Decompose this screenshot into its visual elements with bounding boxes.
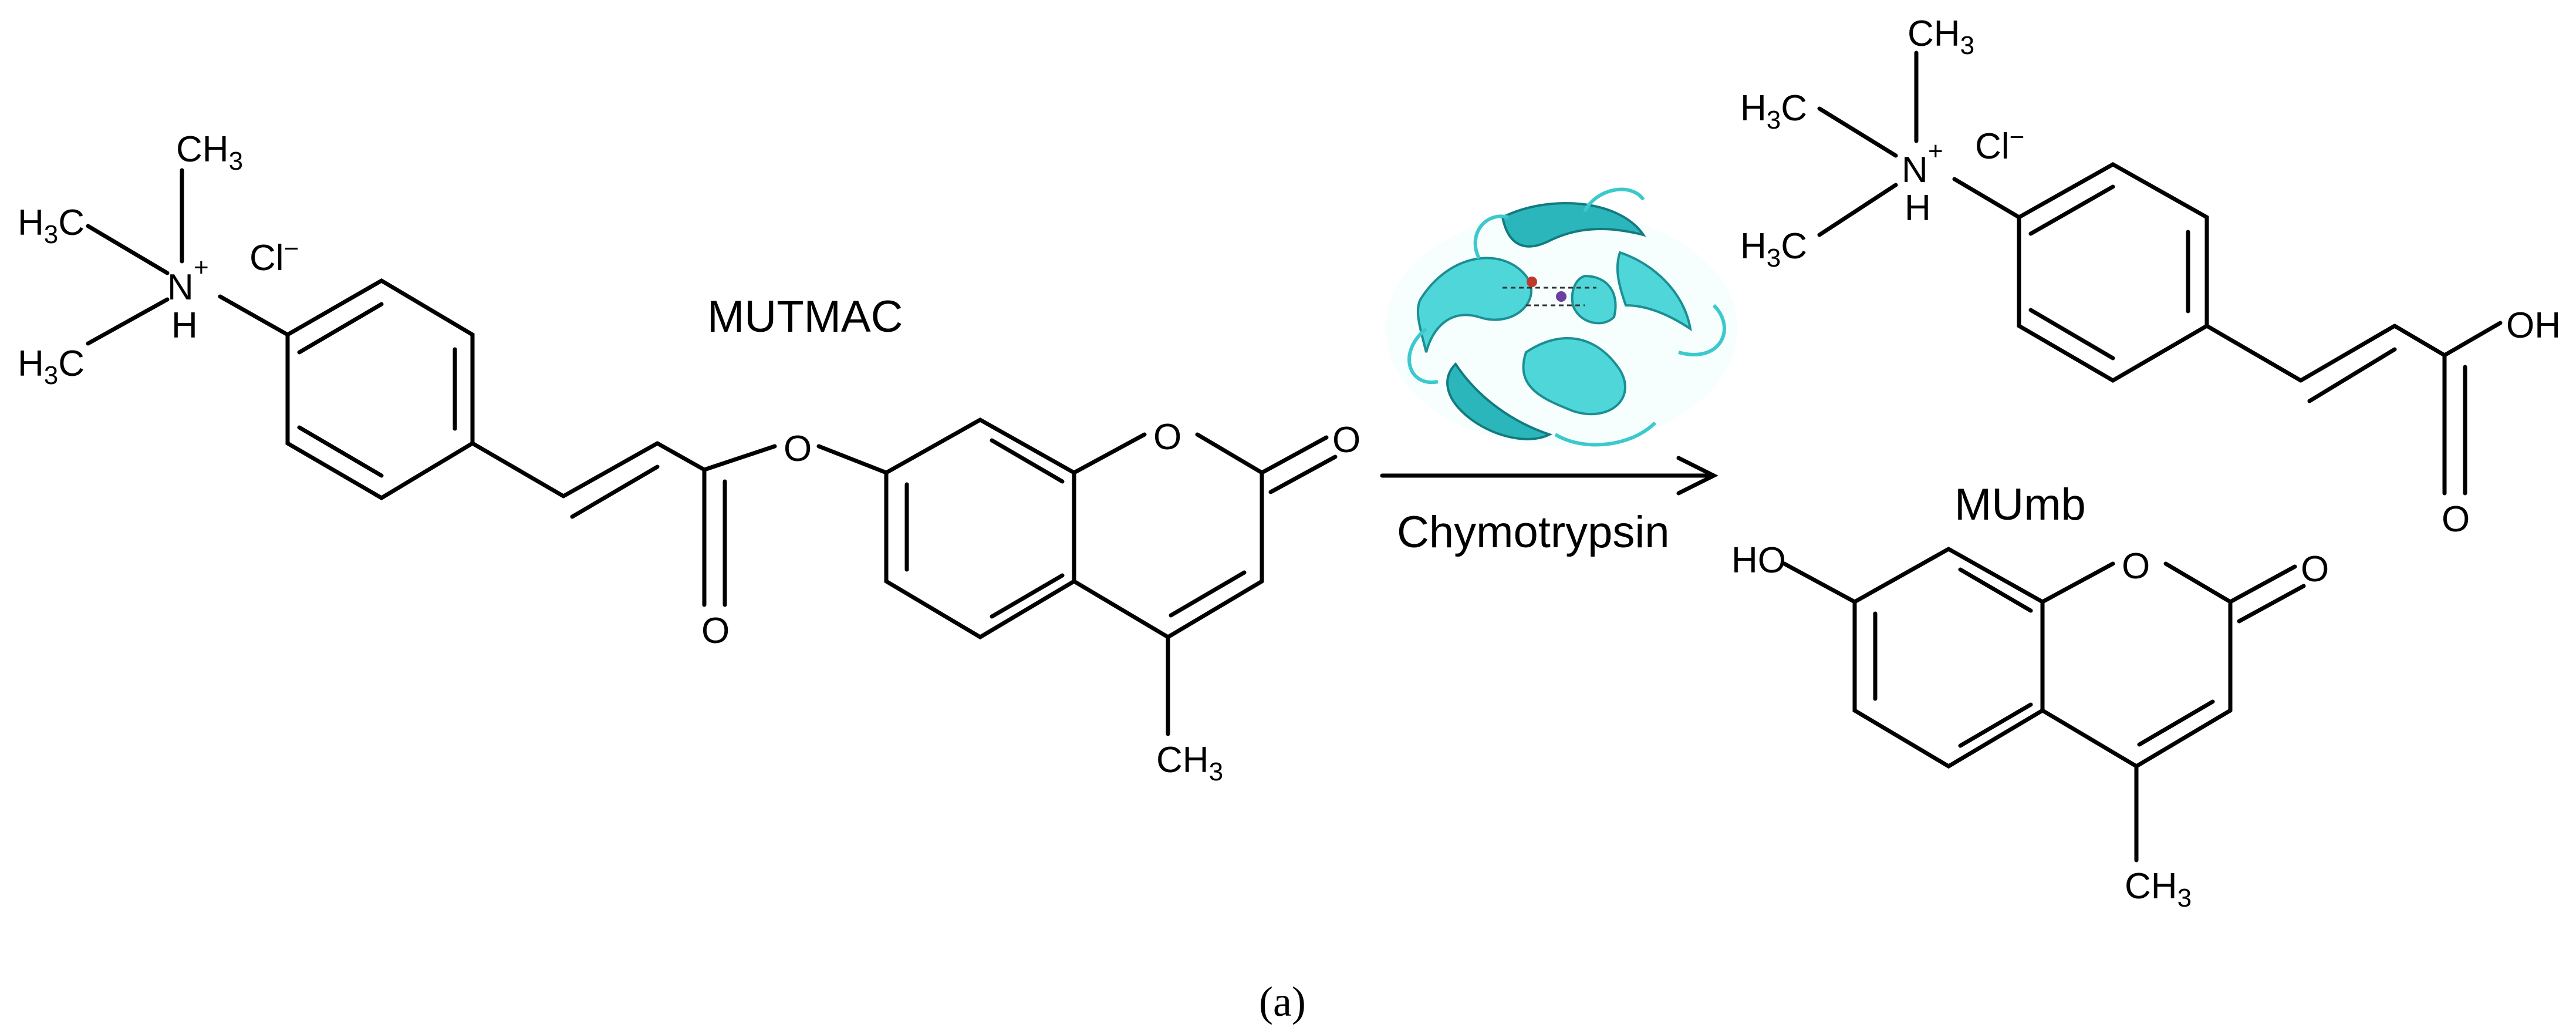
enzyme-label: Chymotrypsin xyxy=(1397,507,1670,557)
reactant-nitrogen: N xyxy=(167,267,194,308)
svg-text:H3C: H3C xyxy=(1740,226,1807,272)
acid-methyl-left-bottom: H xyxy=(1740,226,1767,267)
svg-text:CH3: CH3 xyxy=(1156,740,1223,786)
svg-text:CH3: CH3 xyxy=(176,129,243,176)
acid-carbonyl-o: O xyxy=(2442,499,2470,540)
reactant-carbonyl-o: O xyxy=(701,611,730,651)
reactant-methyl-bottom: CH xyxy=(1156,740,1209,780)
acid-hydroxyl: OH xyxy=(2506,305,2561,346)
svg-text:Cl−: Cl− xyxy=(1975,123,2024,167)
reactant-chloride: Cl xyxy=(249,238,284,278)
reactant-mutmac: CH3 H3C H3C N + H Cl− O O O O CH3 MUTMAC xyxy=(18,129,1360,786)
svg-text:CH3: CH3 xyxy=(2125,866,2192,912)
acid-methyl-left-top: H xyxy=(1740,88,1767,129)
reactant-name: MUTMAC xyxy=(707,292,903,342)
reactant-methyl-left-top: H xyxy=(18,203,44,243)
chymotrypsin-structure-icon xyxy=(1385,187,1737,447)
svg-text:H3C: H3C xyxy=(18,343,85,390)
svg-text:Cl−: Cl− xyxy=(249,234,299,278)
reaction-arrow-group: Chymotrypsin xyxy=(1380,187,1737,557)
mumb-hydroxyl: HO xyxy=(1731,540,1786,581)
product-acid: CH3 H3C H3C N + H Cl− OH O xyxy=(1740,14,2561,540)
acid-methyl-top: CH xyxy=(1907,14,1960,54)
svg-text:H3C: H3C xyxy=(1740,88,1807,134)
reactant-methyl-top: CH xyxy=(176,129,229,170)
panel-label: (a) xyxy=(1259,978,1306,1025)
reactant-ring-o: O xyxy=(1153,417,1181,457)
reactant-charge: + xyxy=(194,253,209,282)
acid-n-hydrogen: H xyxy=(1905,188,1931,228)
svg-text:CH3: CH3 xyxy=(1907,14,1974,60)
acid-nitrogen: N xyxy=(1902,150,1928,190)
mumb-lactone-o: O xyxy=(2301,549,2329,590)
mumb-name: MUmb xyxy=(1954,480,2086,530)
svg-text:H3C: H3C xyxy=(18,203,85,249)
mumb-methyl-bottom: CH xyxy=(2125,866,2177,907)
reactant-ester-o: O xyxy=(784,429,812,469)
reactant-n-hydrogen: H xyxy=(171,305,198,346)
reactant-methyl-left-bottom: H xyxy=(18,343,44,384)
acid-chloride: Cl xyxy=(1975,126,2010,167)
reactant-lactone-o: O xyxy=(1332,420,1360,460)
acid-charge: + xyxy=(1928,137,1943,166)
mumb-ring-o: O xyxy=(2122,546,2150,587)
product-mumb: HO O O CH3 MUmb xyxy=(1731,480,2329,912)
